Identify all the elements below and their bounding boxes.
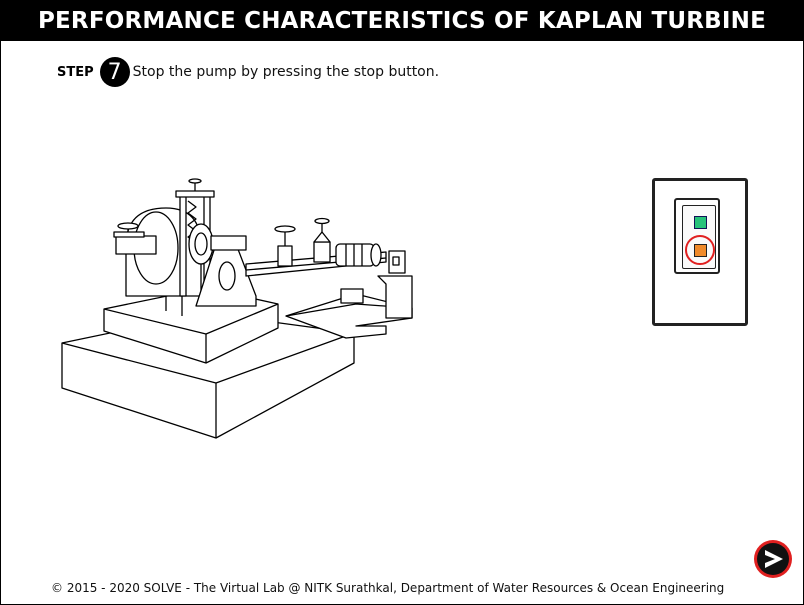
switch-box xyxy=(674,198,720,274)
kaplan-turbine-rig-illustration xyxy=(61,178,413,439)
step-instruction: STEP 7 Stop the pump by pressing the sto… xyxy=(57,57,440,87)
step-text: Stop the pump by pressing the stop butto… xyxy=(132,64,440,80)
page-title: PERFORMANCE CHARACTERISTICS OF KAPLAN TU… xyxy=(1,1,803,41)
switch-face xyxy=(682,205,716,269)
start-button[interactable] xyxy=(694,216,707,229)
stop-button-highlight[interactable] xyxy=(685,235,715,265)
next-arrow-icon[interactable] xyxy=(753,539,793,579)
step-label: STEP xyxy=(57,64,94,80)
footer-copyright: © 2015 - 2020 SOLVE - The Virtual Lab @ … xyxy=(51,581,725,595)
stop-button[interactable] xyxy=(693,243,707,257)
step-number-badge: 7 xyxy=(99,57,130,87)
pump-control-panel xyxy=(652,178,748,326)
